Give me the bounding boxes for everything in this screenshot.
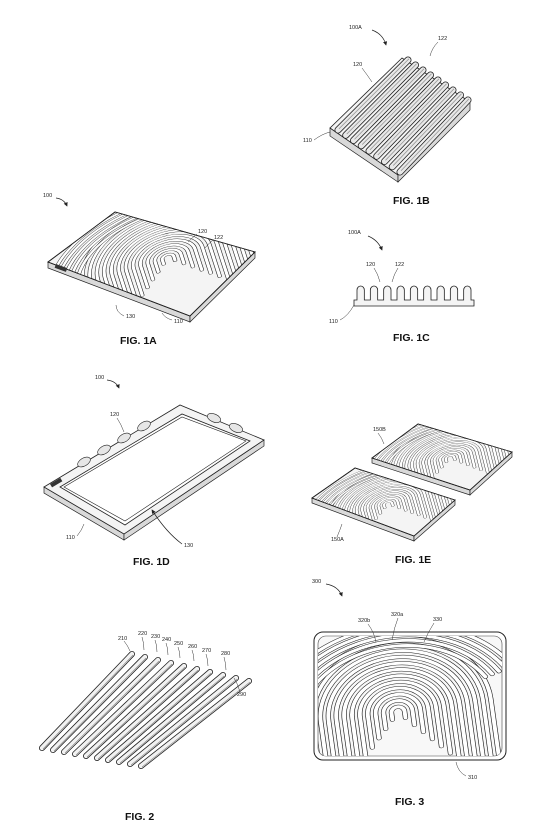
ref-310: 310 [468, 775, 477, 781]
ref-280: 280 [221, 651, 230, 657]
strip-set-drawing [39, 651, 252, 769]
ref-122: 122 [214, 235, 223, 241]
figure-2: 210 220 230 240 250 260 270 280 290 FIG.… [39, 631, 252, 823]
ridge-profile-drawing [353, 285, 475, 307]
caption-fig-2: FIG. 2 [125, 811, 154, 823]
ref-320a: 320a [391, 612, 404, 618]
ref-300: 300 [312, 579, 321, 585]
ref-240: 240 [162, 637, 171, 643]
ref-290: 290 [237, 692, 246, 698]
framed-tray-drawing [43, 404, 265, 541]
ref-150a: 150A [331, 537, 344, 543]
fingerprint-plan-drawing [313, 631, 507, 761]
ref-120: 120 [353, 62, 362, 68]
caption-fig-1a: FIG. 1A [120, 335, 157, 347]
ref-260: 260 [188, 644, 197, 650]
figure-1b: 100A 122 120 110 FIG. 1B [303, 25, 472, 207]
caption-fig-1e: FIG. 1E [395, 554, 431, 566]
figure-3: 300 320b 320a 330 310 FIG. 3 [312, 579, 507, 808]
caption-fig-1b: FIG. 1B [393, 195, 430, 207]
ref-130: 130 [126, 314, 135, 320]
ref-122: 122 [438, 36, 447, 42]
caption-fig-1d: FIG. 1D [133, 556, 170, 568]
ref-120: 120 [366, 262, 375, 268]
ref-230: 230 [151, 634, 160, 640]
ridged-block-drawing [329, 56, 472, 183]
ref-130: 130 [184, 543, 193, 549]
ref-220: 220 [138, 631, 147, 637]
ref-120: 120 [198, 229, 207, 235]
ref-330: 330 [433, 617, 442, 623]
ref-100a: 100A [349, 25, 362, 31]
ref-120: 120 [110, 412, 119, 418]
ref-150b: 150B [373, 427, 386, 433]
ref-110: 110 [303, 138, 312, 144]
caption-fig-3: FIG. 3 [395, 796, 424, 808]
ref-100: 100 [43, 193, 52, 199]
split-pad-drawing [311, 423, 513, 542]
figure-1d: 100 120 110 130 FIG. 1D [43, 375, 265, 568]
ref-320b: 320b [358, 618, 370, 624]
fingerprint-pad-drawing [47, 211, 256, 323]
figure-1e: 150B 150A FIG. 1E [311, 423, 513, 566]
ref-100: 100 [95, 375, 104, 381]
ref-250: 250 [174, 641, 183, 647]
ref-210: 210 [118, 636, 127, 642]
ref-110: 110 [329, 319, 338, 325]
ref-122: 122 [395, 262, 404, 268]
ref-110: 110 [174, 319, 183, 325]
figure-1a: 100 120 122 130 110 FIG. 1A [43, 193, 256, 347]
ref-270: 270 [202, 648, 211, 654]
figure-1c: 100A 120 122 110 FIG. 1C [329, 230, 475, 344]
ref-100a: 100A [348, 230, 361, 236]
ref-110: 110 [66, 535, 75, 541]
caption-fig-1c: FIG. 1C [393, 332, 430, 344]
